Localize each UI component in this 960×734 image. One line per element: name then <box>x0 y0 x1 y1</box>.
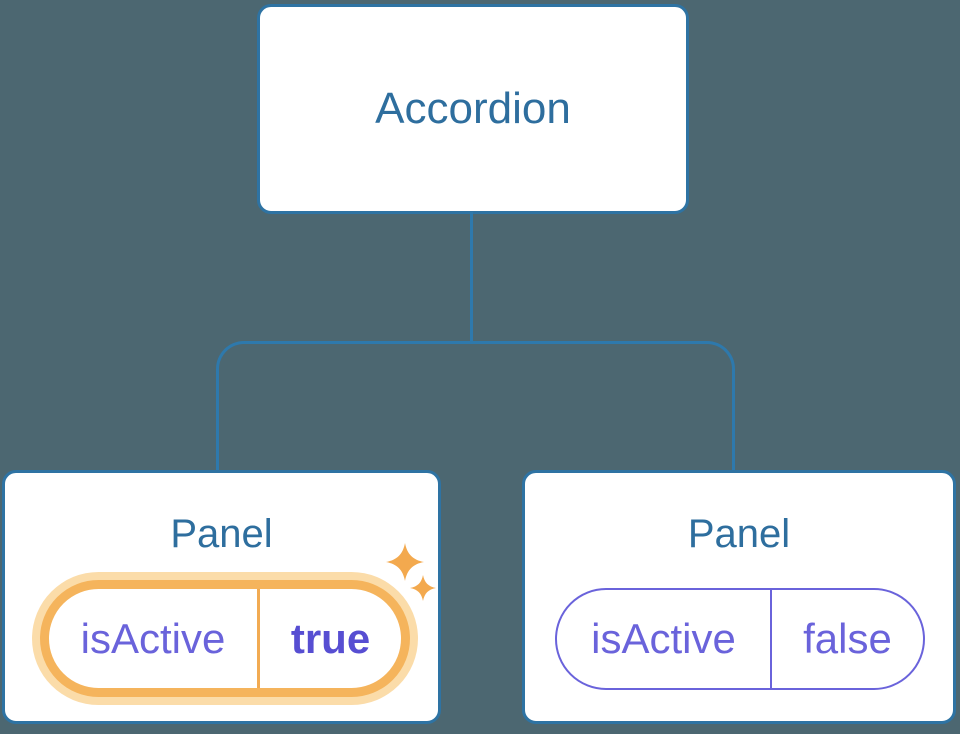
prop-name-label: isActive <box>80 614 226 662</box>
accordion-node-label: Accordion <box>375 84 571 133</box>
connector-branch <box>216 341 735 470</box>
sparkle-icon <box>410 575 436 601</box>
connector-stem <box>470 212 473 344</box>
panel-node-active: Panel isActive true <box>2 470 441 724</box>
prop-name-cell: isActive <box>49 589 261 688</box>
prop-value-label: true <box>290 614 371 662</box>
prop-name-cell: isActive <box>557 590 772 688</box>
prop-pill-inactive: isActive false <box>555 588 925 690</box>
panel-node-inactive: Panel isActive false <box>522 470 956 724</box>
panel-title: Panel <box>687 512 791 556</box>
panel-title: Panel <box>170 512 273 556</box>
accordion-node: Accordion <box>257 4 689 214</box>
sparkle-icon <box>386 543 424 581</box>
prop-name-label: isActive <box>591 615 736 662</box>
prop-pill-active: isActive true <box>40 580 410 697</box>
prop-value-label: false <box>803 615 892 662</box>
prop-value-cell: false <box>772 590 923 688</box>
prop-value-cell: true <box>260 589 401 688</box>
